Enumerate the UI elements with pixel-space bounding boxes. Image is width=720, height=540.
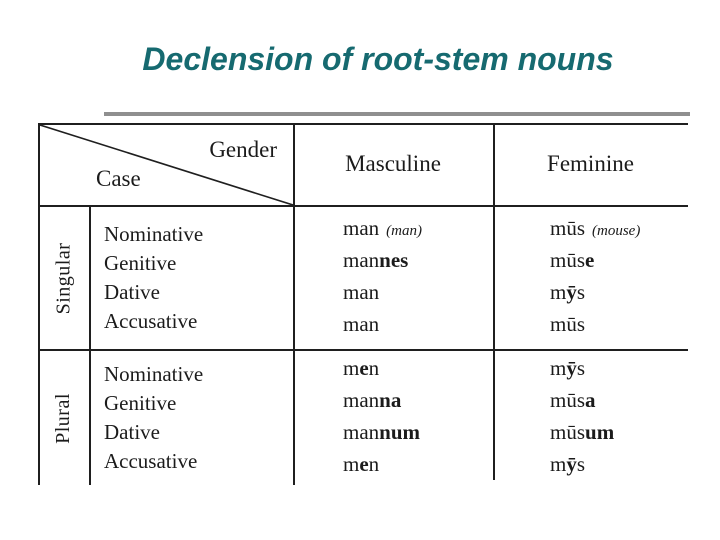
plural-feminine-forms: mȳs mūsa mūsum mȳs <box>550 351 688 485</box>
noun-form: mȳs <box>550 452 586 476</box>
translation-note: (man) <box>386 223 422 239</box>
noun-form: men <box>343 356 380 380</box>
noun-form: mūs(mouse) <box>550 216 641 240</box>
row-group-label-singular: Singular <box>52 242 74 314</box>
diagonal-divider-line <box>40 125 293 205</box>
slide-title: Declension of root-stem nouns <box>142 41 614 77</box>
case-label: Dative <box>104 280 160 304</box>
noun-form: mūsum <box>550 420 615 444</box>
table-left-border <box>38 123 40 485</box>
case-label: Accusative <box>104 449 198 473</box>
case-label: Dative <box>104 420 160 444</box>
singular-plural-divider-line <box>38 349 688 351</box>
table-top-border <box>38 123 688 125</box>
singular-feminine-forms: mūs(mouse) mūse mȳs mūs <box>550 207 688 349</box>
translation-note: (mouse) <box>592 223 641 239</box>
case-masculine-divider <box>293 123 295 485</box>
noun-form: mȳs <box>550 356 586 380</box>
noun-form: man <box>343 280 380 304</box>
noun-form: mūsa <box>550 388 596 412</box>
declension-table: Gender Case Masculine Feminine Singular … <box>38 123 688 490</box>
row-group-label-plural: Plural <box>52 392 74 444</box>
title-underline <box>104 112 690 116</box>
noun-form: mūse <box>550 248 595 272</box>
plural-masculine-forms: men manna mannum men <box>343 351 493 485</box>
column-header-feminine: Feminine <box>547 151 634 176</box>
noun-form: men <box>343 452 380 476</box>
case-label: Nominative <box>104 362 204 386</box>
case-label: Accusative <box>104 309 198 333</box>
masculine-feminine-divider <box>493 123 495 480</box>
case-label: Genitive <box>104 391 177 415</box>
singular-case-column: Nominative Genitive Dative Accusative <box>104 207 290 349</box>
gender-axis-label: Gender <box>209 137 277 162</box>
plural-case-column: Nominative Genitive Dative Accusative <box>104 351 290 485</box>
case-label: Genitive <box>104 251 177 275</box>
noun-form: mannum <box>343 420 421 444</box>
number-column-divider <box>89 205 91 485</box>
noun-form: mannes <box>343 248 409 272</box>
singular-masculine-forms: man(man) mannes man man <box>343 207 493 349</box>
noun-form: manna <box>343 388 402 412</box>
case-label: Nominative <box>104 222 204 246</box>
noun-form: mūs <box>550 312 586 336</box>
noun-form: mȳs <box>550 280 586 304</box>
header-divider-line <box>38 205 688 207</box>
noun-form: man(man) <box>343 216 422 240</box>
noun-form: man <box>343 312 380 336</box>
corner-header-cell: Gender Case <box>40 125 293 205</box>
column-header-masculine: Masculine <box>345 151 441 176</box>
case-axis-label: Case <box>96 166 141 191</box>
